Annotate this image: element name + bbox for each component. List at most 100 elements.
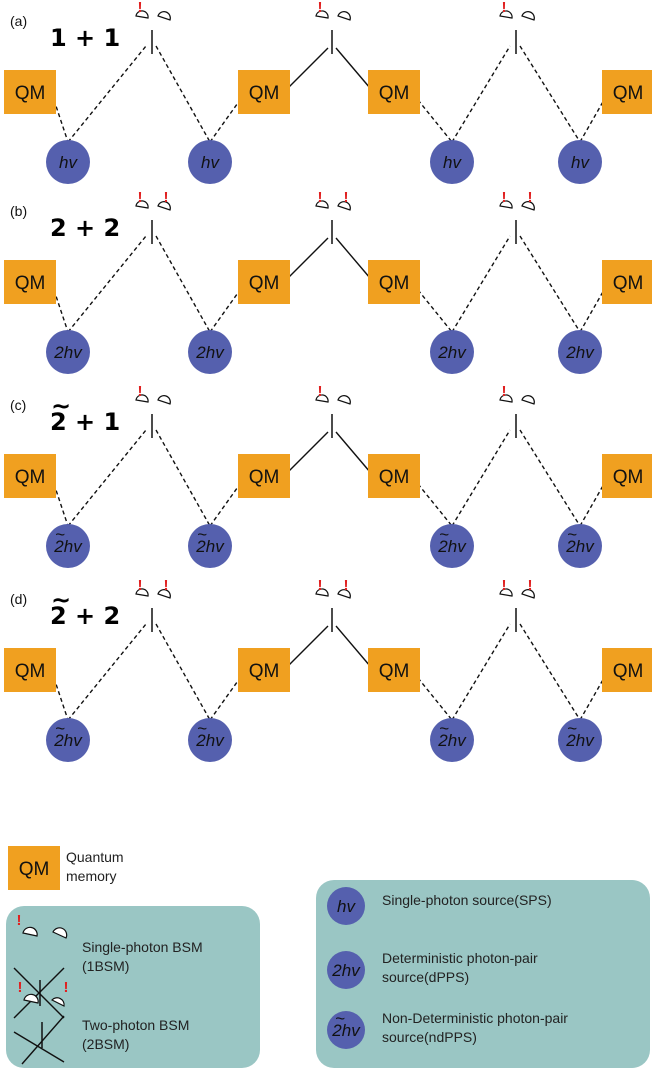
photon-source-label: 2hv [195,343,225,362]
link-bsm-source [519,235,581,333]
link-source-bsm [67,429,147,527]
quantum-memory [602,260,652,304]
quantum-memory [238,70,290,114]
qm-legend-text-1: Quantum [66,849,124,865]
quantum-memory-label: QM [379,661,410,682]
quantum-memory [602,70,652,114]
link-source-qm [209,483,241,527]
qm-legend-icon [8,846,60,890]
link-bsm-source [519,429,581,527]
panel-title: 1 + 1 [50,24,120,52]
bsm-two-text-1: Two-photon BSM [82,1017,189,1033]
photon-source [558,524,602,568]
photon-source [188,524,232,568]
ndpps-legend-icon [327,1011,365,1049]
photon-source-label: 2hv [437,537,467,556]
quantum-memory [368,260,420,304]
click-mark: ! [138,189,143,206]
photon-source-label: 2hv [565,731,595,750]
quantum-memory-label: QM [613,83,644,104]
source-tilde-mark: ~ [567,525,577,544]
bsm-station: !! [499,189,535,244]
quantum-memory-label: QM [15,273,46,294]
bsm-station: !! [315,189,351,244]
quantum-memory-label: QM [613,467,644,488]
quantum-memory-label: QM [15,661,46,682]
detector-icon [499,394,513,403]
link-qm-source [417,99,453,143]
detector-icon [337,589,351,599]
link-bsm-qm [335,47,371,89]
qm-legend-text-2: memory [66,868,117,884]
link-source-bsm [67,45,147,143]
photon-source-label: 2hv [195,731,225,750]
photon-source-label: 2hv [437,343,467,362]
link-bsm-source [519,45,581,143]
link-bsm-qm [335,625,371,667]
photon-source [188,330,232,374]
quantum-memory-label: QM [249,467,280,488]
click-mark: ! [164,577,169,594]
link-qm-bsm [287,237,329,279]
panel-title: 2 + 2 [50,214,120,242]
link-source-qm [579,483,605,527]
quantum-memory-label: QM [613,273,644,294]
detector-icon [315,394,329,403]
click-mark: ! [318,189,323,206]
link-source-qm [209,677,241,721]
quantum-memory-label: QM [613,661,644,682]
click-mark: ! [318,577,323,594]
link-source-qm [579,677,605,721]
click-mark: ! [138,577,143,594]
link-qm-bsm [287,625,329,667]
click-mark: ! [502,189,507,206]
link-bsm-qm [335,431,371,473]
quantum-memory [368,648,420,692]
link-qm-source [53,483,69,527]
quantum-memory-label: QM [249,661,280,682]
link-bsm-source [155,45,211,143]
panel-title: 2 + 1 [50,408,120,436]
link-qm-source [417,289,453,333]
single-photon-bsm-icon: ! [13,912,68,1019]
source-legend-box [316,880,650,1068]
link-source-bsm [67,235,147,333]
ndpps-legend-symbol: 2hv [331,1021,361,1040]
link-source-bsm [451,429,511,527]
source-tilde-mark: ~ [567,719,577,738]
quantum-memory-label: QM [15,83,46,104]
photon-source [46,524,90,568]
click-mark: ! [502,0,507,16]
detector-icon [499,200,513,209]
source-tilde-mark: ~ [55,525,65,544]
sps-legend-icon [327,887,365,925]
panel-label: (c) [10,397,26,413]
link-source-bsm [451,623,511,721]
bsm-station: !! [135,577,171,632]
bsm-station: ! [499,0,535,54]
legend-click-mark: ! [18,979,23,996]
link-source-bsm [67,623,147,721]
photon-source [46,330,90,374]
photon-source-label: hv [571,153,590,172]
sps-legend-symbol: hv [337,897,356,916]
quantum-memory [4,454,56,498]
ndpps-legend-text-1: Non-Deterministic photon-pair [382,1010,568,1026]
photon-source-label: 2hv [53,343,83,362]
detector-icon [521,201,535,211]
detector-icon [521,589,535,599]
qm-legend-icon-label: QM [19,859,50,880]
click-mark: ! [318,0,323,16]
bsm-station: ! [315,0,351,54]
detector-icon [337,11,351,21]
legend-click-mark: ! [64,979,69,996]
link-bsm-source [155,429,211,527]
source-tilde-mark: ~ [55,719,65,738]
photon-source-label: hv [201,153,220,172]
detector-icon [157,589,171,599]
photon-source-label: 2hv [53,731,83,750]
detector-icon [315,10,329,19]
detector-icon [315,200,329,209]
